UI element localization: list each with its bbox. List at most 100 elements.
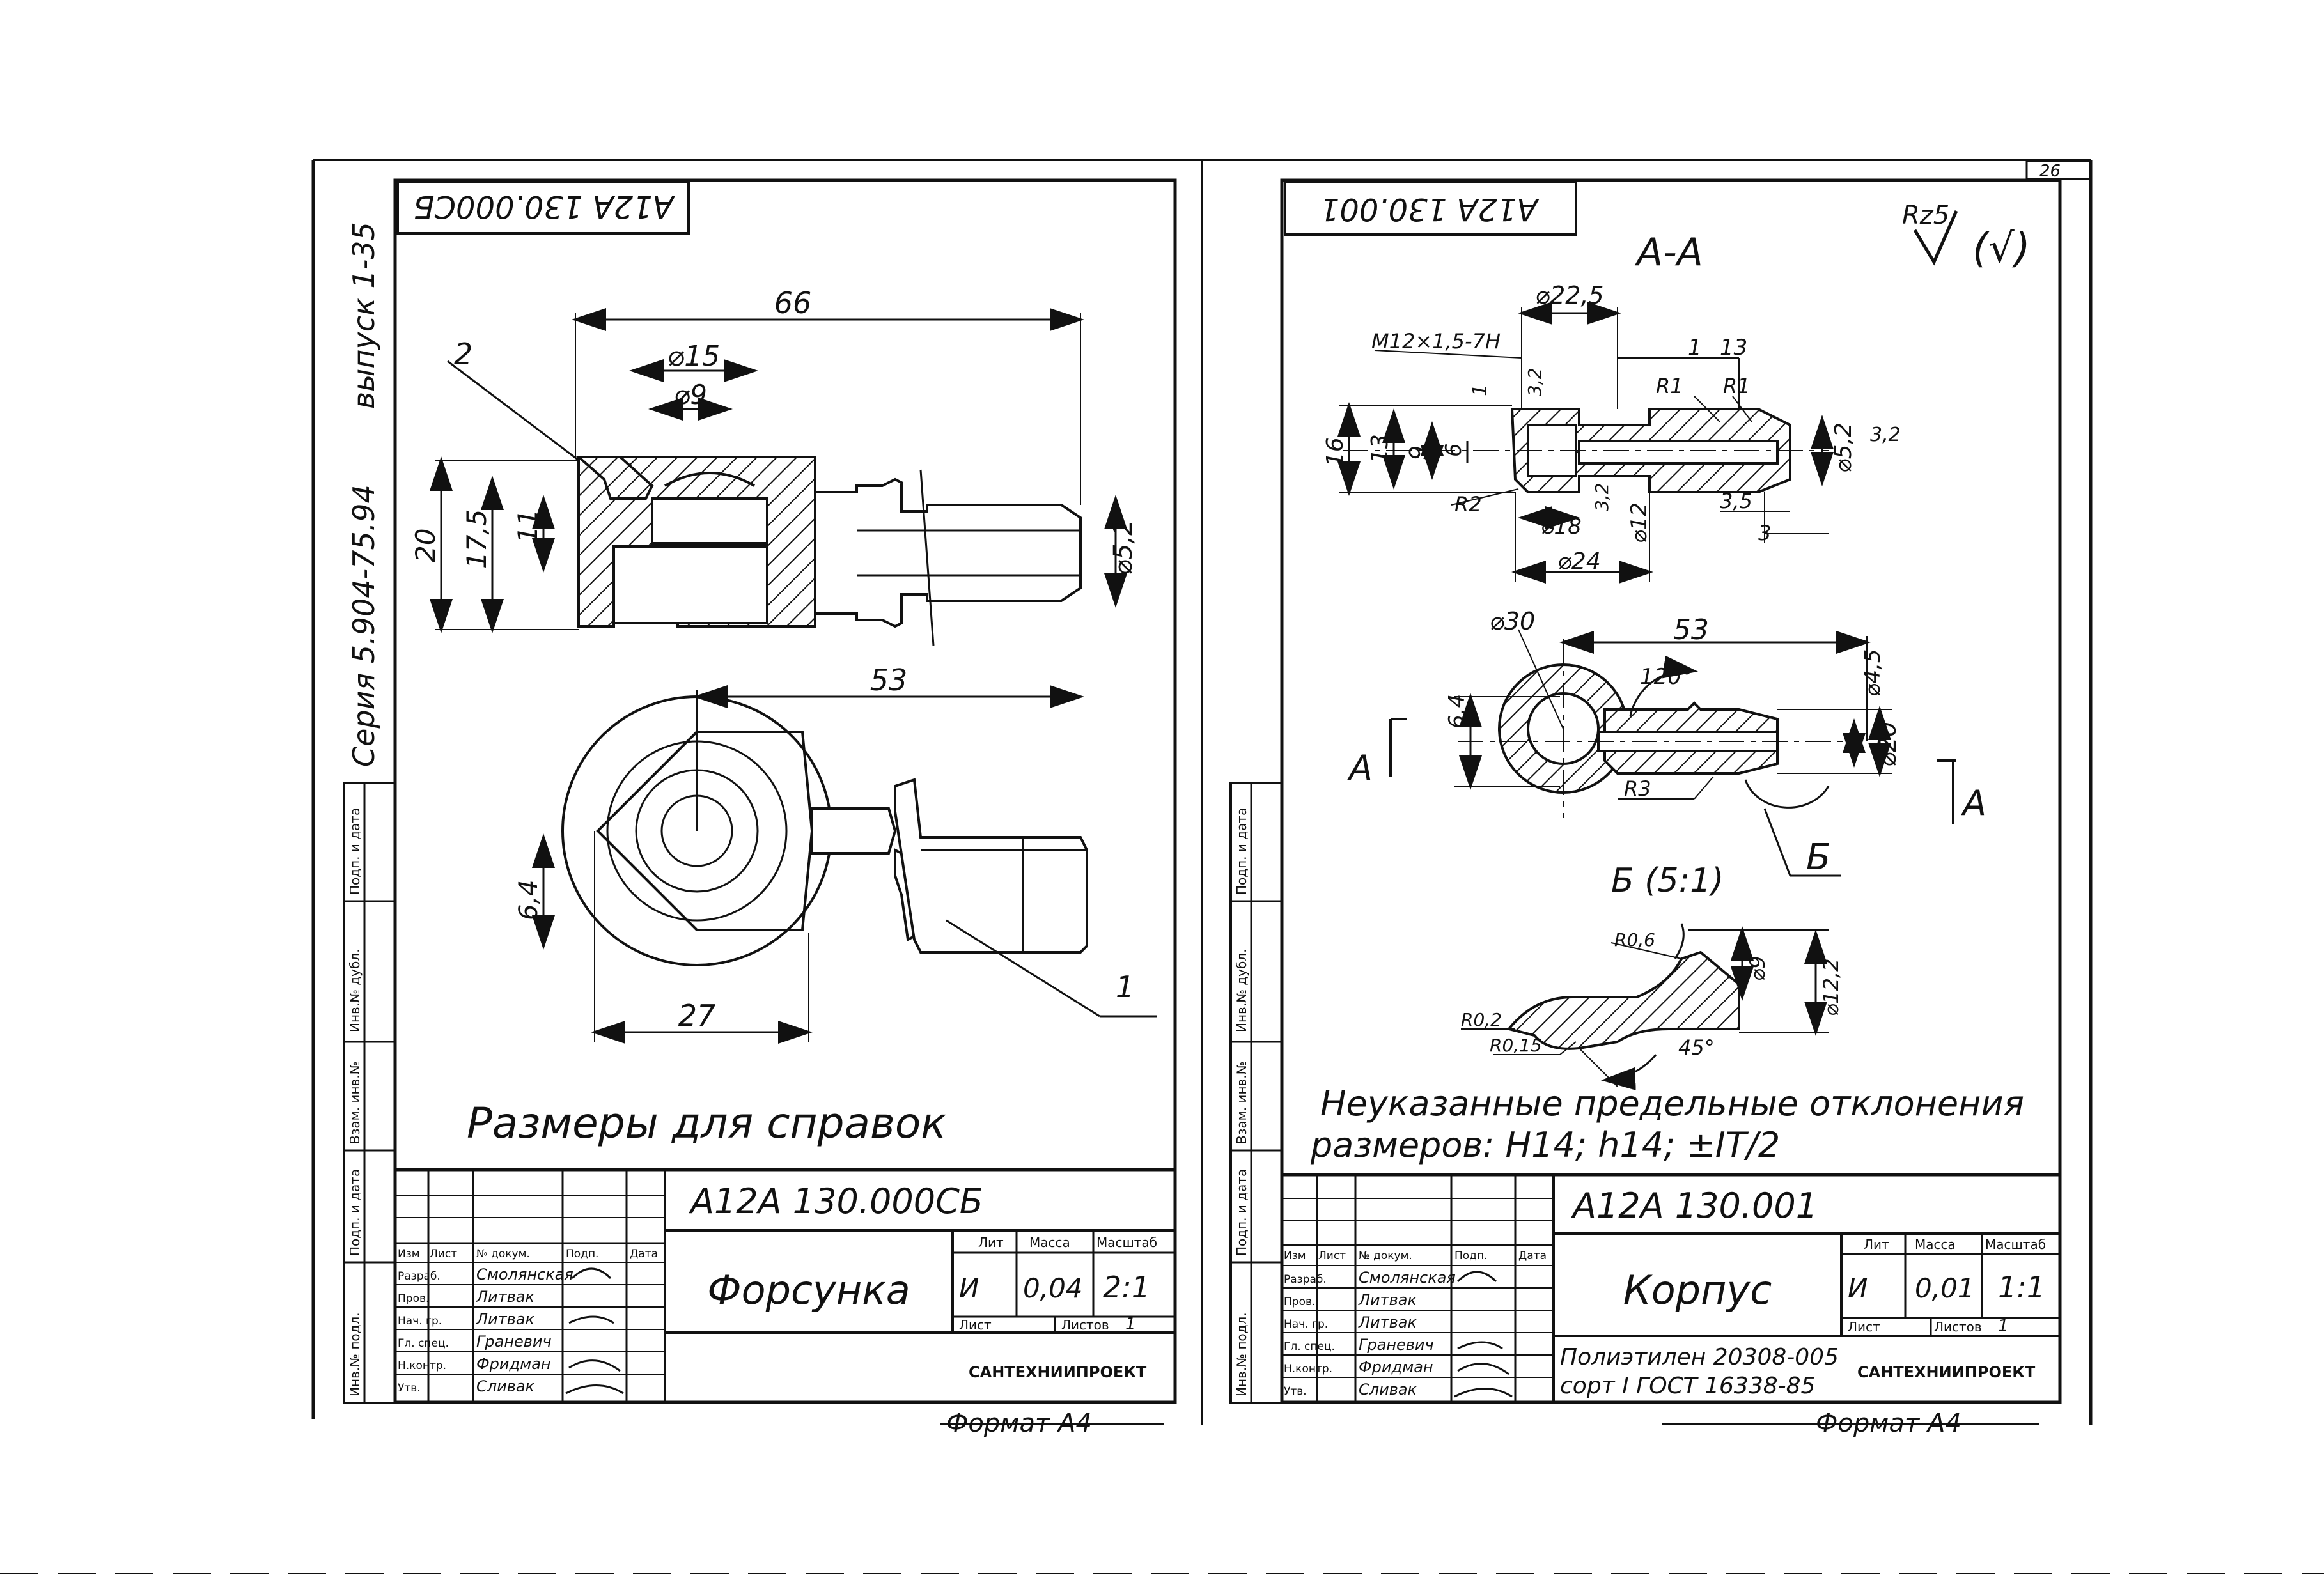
l-role-0: Разраб. (398, 1270, 441, 1283)
left-side-stamps: Подп. и дата Инв.№ дубл. Взам. инв.№ Под… (343, 782, 396, 1404)
right-col-scale: Масштаб (1985, 1237, 2046, 1252)
r-name-5: Сливак (1359, 1381, 1417, 1398)
dim-6-4-left: 6,4 (514, 879, 543, 920)
dim-d22-5: ⌀22,5 (1535, 281, 1604, 309)
tolerance-note-2: размеров: H14; h14; ±IT/2 (1310, 1125, 1780, 1165)
issue-label: выпуск 1-35 (347, 222, 381, 409)
callout-2: 2 (454, 337, 472, 371)
roughness-symbol (1913, 210, 1958, 266)
dim-thread: M12×1,5-7H (1371, 329, 1501, 353)
dim-r1b: R1 (1723, 374, 1751, 398)
left-code-rotated: А12А 130.000СБ (414, 189, 676, 224)
body-plan-view: ⌀30 53 120° ⌀4,5 6,4 ⌀20 R3 А А Б (1347, 607, 1986, 878)
right-org: САНТЕХНИИПРОЕКТ (1857, 1363, 2036, 1381)
l-name-3: Граневич (476, 1333, 552, 1351)
stamp-4: Подп. и дата (347, 1169, 363, 1256)
dim-d5-2-right: ⌀5,2 (1830, 422, 1857, 473)
r-role-2: Нач. гр. (1284, 1318, 1328, 1331)
dim-d12-2: ⌀12,2 (1819, 958, 1843, 1016)
l-role-5: Утв. (398, 1382, 421, 1395)
dim-d24: ⌀24 (1557, 548, 1600, 575)
left-col-scale: Масштаб (1096, 1235, 1157, 1250)
dim-r0-6: R0,6 (1614, 929, 1655, 950)
right-side-stamps: Подп. и дата Инв.№ дубл. Взам. инв.№ Под… (1229, 782, 1283, 1404)
dim-3-5: 3,5 (1720, 489, 1752, 513)
reference-note: Размеры для справок (467, 1099, 946, 1148)
stamp-5: Инв.№ подл. (347, 1312, 363, 1397)
stamp-1: Подп. и дата (347, 808, 363, 895)
section-aa-label: А-А (1634, 230, 1703, 275)
l-role-3: Гл. спец. (398, 1337, 449, 1350)
right-sheet-label: Лист (1848, 1319, 1880, 1335)
r-stamp-4: Подп. и дата (1234, 1169, 1249, 1256)
right-designation: А12А 130.001 (1571, 1186, 1818, 1226)
dim-d9-detail: ⌀9 (1745, 956, 1770, 981)
cut-a-left: А (1347, 748, 1373, 788)
dim-d20: ⌀20 (1873, 722, 1901, 767)
r-role-3: Гл. спец. (1284, 1340, 1335, 1353)
l-role-4: Н.контр. (398, 1359, 446, 1372)
left-sheet: А12А 130.000СБ Серия 5.904-75.94 выпуск … (343, 178, 1177, 1438)
r-name-1: Литвак (1358, 1291, 1417, 1309)
cut-a-right: А (1961, 783, 1986, 823)
right-col-mass: Масса (1915, 1237, 1956, 1252)
stamp-2: Инв.№ дубл. (347, 949, 363, 1032)
r-name-0: Смолянская (1359, 1269, 1456, 1287)
dim-45deg: 45° (1678, 1035, 1715, 1060)
dim-11: 11 (512, 509, 543, 543)
right-part-name: Корпус (1623, 1267, 1772, 1313)
right-code-box (1284, 181, 1577, 236)
dim-d4-5: ⌀4,5 (1860, 649, 1885, 697)
dim-d5-2: ⌀5,2 (1109, 519, 1138, 575)
r-role-1: Пров. (1284, 1296, 1315, 1308)
r-name-2: Литвак (1358, 1313, 1417, 1331)
left-sheets-label: Листов (1061, 1317, 1109, 1333)
right-title-block: Изм Лист № докум. Подп. Дата Разраб. Про… (1280, 1173, 2062, 1404)
dim-d30: ⌀30 (1490, 607, 1535, 635)
body-section-aa: ⌀22,5 M12×1,5-7H 1 13 R1 R1 16 13 9 6 1 … (1322, 281, 1901, 584)
tolerance-note-1: Неуказанные предельные отклонения (1320, 1083, 2024, 1124)
dim-d18: ⌀18 (1541, 514, 1582, 539)
dim-53-left: 53 (870, 663, 908, 697)
dim-27: 27 (678, 998, 716, 1033)
left-code-box (396, 181, 690, 235)
left-designation: А12А 130.000СБ (689, 1181, 983, 1221)
l-name-5: Сливак (476, 1377, 535, 1395)
dim-20: 20 (410, 529, 441, 562)
right-sheets-value: 1 (1998, 1317, 2009, 1336)
r-role-0: Разраб. (1284, 1273, 1327, 1286)
l-hdr-4: Дата (630, 1248, 658, 1260)
dim-16: 16 (1322, 437, 1348, 467)
l-name-0: Смолянская (476, 1266, 573, 1283)
dim-6-v: 6 (1441, 443, 1467, 457)
l-name-2: Литвак (476, 1310, 534, 1328)
r-stamp-1: Подп. и дата (1234, 808, 1249, 895)
r-hdr-2: № докум. (1359, 1250, 1412, 1262)
dim-13-top: 13 (1720, 335, 1747, 360)
right-mass-value: 0,01 (1915, 1273, 1975, 1304)
left-mass-value: 0,04 (1023, 1273, 1083, 1304)
detail-b-title: Б (5:1) (1611, 862, 1724, 900)
dim-r2: R2 (1454, 492, 1482, 516)
r-stamp-5: Инв.№ подл. (1234, 1312, 1249, 1397)
corner-number: 26 (2039, 162, 2061, 181)
nozzle-section-view: 66 ⌀15 ⌀9 20 17,5 11 ⌀5,2 2 (410, 286, 1138, 646)
dim-r1a: R1 (1656, 374, 1683, 398)
l-hdr-0: Изм (398, 1248, 420, 1260)
dim-9-v: 9 (1405, 445, 1431, 460)
stamp-3: Взам. инв.№ (347, 1062, 363, 1144)
dim-r0-15: R0,15 (1490, 1035, 1542, 1056)
r-role-4: Н.контр. (1284, 1363, 1332, 1375)
dim-53-right: 53 (1673, 614, 1709, 646)
dim-1-v: 1 (1469, 384, 1492, 396)
right-signatures (1454, 1271, 1513, 1398)
right-scale-value: 1:1 (1998, 1270, 2045, 1304)
right-col-lit: Лит (1864, 1237, 1889, 1252)
right-sheets-label: Листов (1934, 1319, 1982, 1335)
r-name-4: Фридман (1359, 1358, 1433, 1376)
r-hdr-0: Изм (1284, 1250, 1306, 1262)
l-role-2: Нач. гр. (398, 1315, 442, 1328)
detail-b-view: Б (5:1) R0,6 ⌀9 ⌀12,2 R0,2 R0,15 45° (1461, 862, 1843, 1090)
left-col-mass: Масса (1029, 1235, 1070, 1250)
left-org: САНТЕХНИИПРОЕКТ (969, 1363, 1147, 1381)
